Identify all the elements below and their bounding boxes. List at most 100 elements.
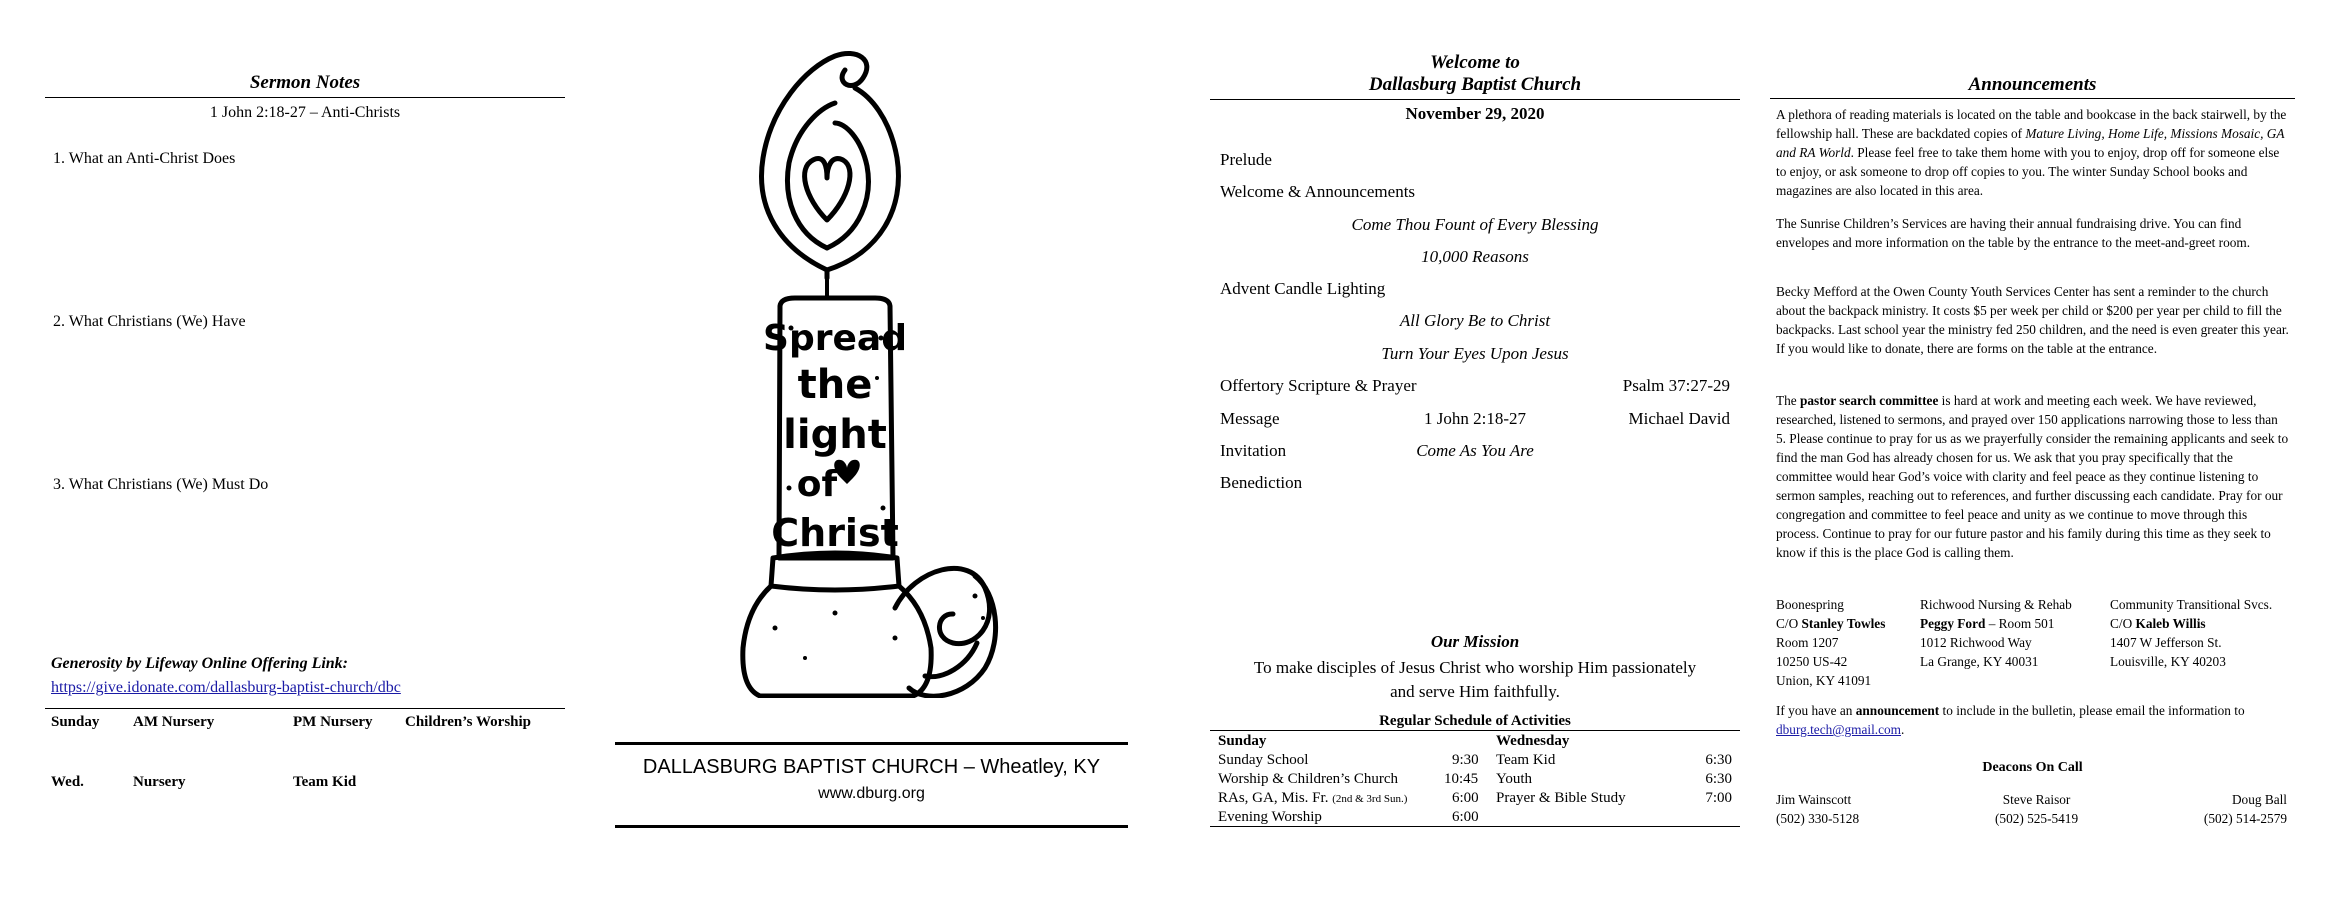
magazine-titles: Mature Living, Home Life, Missions Mosai… bbox=[1776, 126, 2285, 160]
address-block: Boonespring C/O Stanley Towles Room 1207… bbox=[1776, 595, 1936, 690]
address-block: Richwood Nursing & Rehab Peggy Ford – Ro… bbox=[1920, 595, 2105, 671]
announcement-paragraph: A plethora of reading materials is locat… bbox=[1776, 105, 2291, 200]
address-line: Union, KY 41091 bbox=[1776, 673, 1872, 688]
announcements-title: Announcements bbox=[1968, 74, 2097, 95]
recipient-name: Peggy Ford bbox=[1920, 616, 1986, 631]
text: . Please feel free to take them home wit… bbox=[1776, 145, 2280, 198]
candle-illustration: Spread the light of Christ bbox=[685, 48, 1015, 699]
announcement-submit-note: If you have an announcement to include i… bbox=[1776, 701, 2291, 739]
sermon-point: 3. What Christians (We) Must Do bbox=[53, 476, 269, 493]
address-line: 1407 W Jefferson St. bbox=[2110, 635, 2222, 650]
text: . bbox=[1901, 722, 1905, 737]
song-title: 10,000 Reasons bbox=[1421, 247, 1529, 266]
scripture-ref: 1 John 2:18-27 bbox=[1424, 409, 1526, 428]
text: The bbox=[1776, 393, 1800, 408]
divider bbox=[45, 97, 565, 98]
service-item: Invitation bbox=[1220, 441, 1287, 460]
mission-text: To make disciples of Jesus Christ who wo… bbox=[1210, 656, 1740, 704]
service-item: Welcome & Announcements bbox=[1220, 182, 1416, 201]
speaker: Michael David bbox=[1628, 409, 1731, 428]
welcome-heading: Welcome to Dallasburg Baptist Church bbox=[1210, 52, 1740, 96]
church-title: Dallasburg Baptist Church bbox=[1368, 74, 1582, 95]
candle-drawing: Spread the light of Christ bbox=[740, 50, 999, 699]
activity-time: 9:30 bbox=[1452, 752, 1479, 768]
church-website: www.dburg.org bbox=[818, 785, 925, 802]
activity-name: Worship & Children’s Church bbox=[1218, 771, 1399, 787]
deacon-name: Doug Ball bbox=[2231, 792, 2287, 807]
sunday-label: Sunday bbox=[1218, 733, 1267, 749]
recipient-name: Stanley Towles bbox=[1801, 616, 1886, 631]
candle-text: the bbox=[798, 362, 873, 408]
service-item: Offertory Scripture & Prayer bbox=[1220, 376, 1417, 395]
candle-text: of bbox=[797, 464, 838, 505]
text: is hard at work and meeting each week. W… bbox=[1776, 393, 2289, 560]
address-line: Louisville, KY 40203 bbox=[2110, 654, 2226, 669]
text: If you have an bbox=[1776, 703, 1856, 718]
church-name: DALLASBURG BAPTIST CHURCH – Wheatley, KY bbox=[642, 756, 1101, 778]
activity-note: (2nd & 3rd Sun.) bbox=[1332, 793, 1408, 805]
scripture-ref: Psalm 37:27-29 bbox=[1622, 376, 1730, 395]
mission-line: and serve Him faithfully. bbox=[1390, 682, 1560, 701]
address-block: Community Transitional Svcs. C/O Kaleb W… bbox=[2110, 595, 2295, 671]
address-line: Peggy Ford – Room 501 bbox=[1920, 614, 2105, 633]
schedule-title: Regular Schedule of Activities bbox=[1379, 713, 1571, 729]
schedule-sunday-label: Sunday bbox=[51, 714, 100, 730]
email-link[interactable]: dburg.tech@gmail.com bbox=[1776, 722, 1901, 737]
candle-text: Christ bbox=[771, 511, 899, 555]
text: – Room 501 bbox=[1985, 616, 2055, 631]
wednesday-label: Wednesday bbox=[1496, 733, 1570, 749]
church-banner: DALLASBURG BAPTIST CHURCH – Wheatley, KY… bbox=[615, 742, 1128, 828]
service-item: Benediction bbox=[1220, 473, 1303, 492]
song-title: Come As You Are bbox=[1416, 441, 1534, 460]
deacon-name: Steve Raisor bbox=[2002, 792, 2071, 807]
activity-name: Sunday School bbox=[1218, 752, 1309, 768]
activity-name: Evening Worship bbox=[1218, 809, 1322, 825]
deacon-name: Jim Wainscott bbox=[1776, 792, 1852, 807]
giving-link[interactable]: https://give.idonate.com/dallasburg-bapt… bbox=[51, 679, 401, 696]
address-line: C/O Stanley Towles bbox=[1776, 614, 1936, 633]
sermon-notes-title: Sermon Notes bbox=[249, 72, 361, 93]
activity-name: Team Kid bbox=[1496, 752, 1556, 768]
recipient-name: Kaleb Willis bbox=[2135, 616, 2206, 631]
sermon-point: 2. What Christians (We) Have bbox=[53, 313, 246, 330]
activity-time: 10:45 bbox=[1444, 771, 1479, 787]
cover-panel: Spread the light of Christ DALLASBURG BA… bbox=[615, 0, 1135, 899]
deacon-contact: Doug Ball (502) 514-2579 bbox=[2204, 790, 2287, 828]
address-line: Boonespring bbox=[1776, 597, 1844, 612]
schedule-wed-label: Wed. bbox=[51, 774, 84, 790]
song-title: Turn Your Eyes Upon Jesus bbox=[1381, 344, 1569, 363]
activity-time: 6:00 bbox=[1452, 790, 1479, 806]
schedule-am-nursery: AM Nursery bbox=[133, 714, 215, 730]
service-date: November 29, 2020 bbox=[1405, 104, 1545, 123]
divider bbox=[1210, 730, 1740, 731]
schedule-nursery: Nursery bbox=[133, 774, 186, 790]
address-line: 10250 US-42 bbox=[1776, 654, 1848, 669]
activity-time: 6:30 bbox=[1705, 771, 1732, 787]
address-line: Room 1207 bbox=[1776, 635, 1839, 650]
deacon-phone: (502) 514-2579 bbox=[2203, 811, 2287, 826]
announcements-panel: Announcements A plethora of reading mate… bbox=[1770, 0, 2295, 899]
giving-label: Generosity by Lifeway Online Offering Li… bbox=[51, 655, 349, 672]
text: to include in the bulletin, please email… bbox=[1939, 703, 2245, 718]
bold-text: pastor search committee bbox=[1800, 393, 1939, 408]
song-title: All Glory Be to Christ bbox=[1399, 311, 1551, 330]
activity-time: 6:30 bbox=[1705, 752, 1732, 768]
welcome-line: Welcome to bbox=[1430, 52, 1520, 73]
activity-name: RAs, GA, Mis. Fr. (2nd & 3rd Sun.) bbox=[1218, 790, 1407, 807]
song-title: Come Thou Fount of Every Blessing bbox=[1351, 215, 1599, 234]
order-of-service-panel: Welcome to Dallasburg Baptist Church Nov… bbox=[1210, 0, 1740, 899]
sermon-notes-panel: Sermon Notes 1 John 2:18-27 – Anti-Chris… bbox=[45, 0, 565, 899]
divider bbox=[1770, 98, 2295, 99]
address-line: C/O Kaleb Willis bbox=[2110, 614, 2295, 633]
deacons-title: Deacons On Call bbox=[1982, 760, 2083, 775]
activity-name-text: RAs, GA, Mis. Fr. bbox=[1218, 790, 1329, 806]
text: C/O bbox=[1776, 616, 1802, 631]
candle-text: Spread bbox=[763, 318, 907, 359]
deacon-contact: Jim Wainscott (502) 330-5128 bbox=[1776, 790, 1859, 828]
bold-text: announcement bbox=[1855, 703, 1940, 718]
candle-text: light bbox=[783, 412, 887, 458]
activity-time: 7:00 bbox=[1705, 790, 1732, 806]
schedule-pm-nursery: PM Nursery bbox=[293, 714, 373, 730]
announcement-paragraph: Becky Mefford at the Owen County Youth S… bbox=[1776, 284, 2289, 356]
announcement-paragraph: The Sunrise Children’s Services are havi… bbox=[1776, 216, 2251, 250]
